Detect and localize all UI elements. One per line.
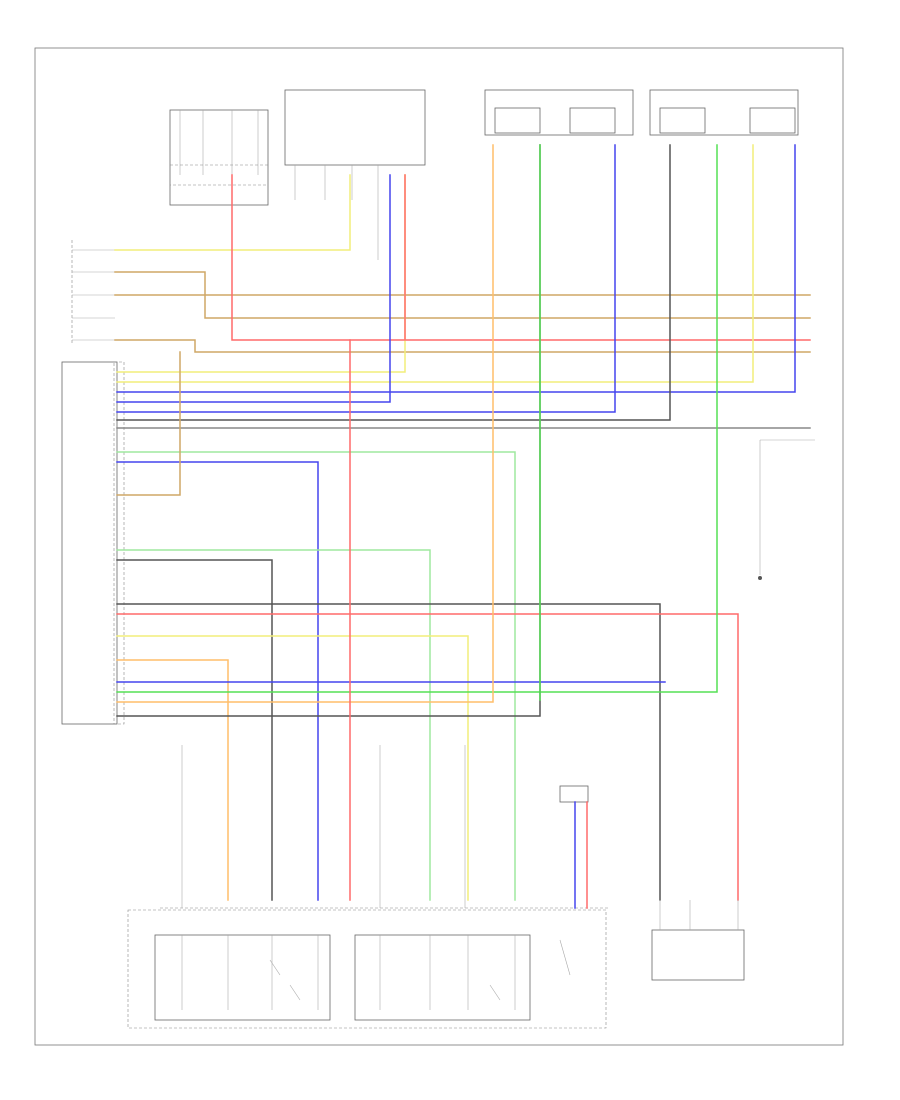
relay-vertical-wires [349, 144, 541, 901]
wire-red-m2 [116, 613, 739, 901]
bottom-connector-row [160, 745, 610, 909]
module-wires [116, 144, 811, 901]
wire-tan-m1 [116, 351, 181, 496]
wire-dark-m3 [116, 603, 661, 901]
wire-yellow-m2 [116, 144, 754, 383]
top-right-relay-2 [649, 89, 799, 136]
wire-tan-3 [114, 339, 811, 353]
wire-blue-m2 [116, 174, 391, 403]
top-left-switch-group [169, 109, 269, 206]
wire-green-m1 [116, 451, 516, 901]
wire-dark-m2 [116, 559, 273, 901]
wire-blue-m1 [116, 144, 796, 393]
wire-green-m2 [116, 549, 431, 901]
control-module [61, 361, 125, 725]
left-connector [71, 240, 115, 345]
switch-assembly [127, 909, 607, 1029]
sensor-component [559, 785, 589, 909]
wire-tan-2 [114, 271, 811, 319]
diagram-frame [34, 47, 844, 1046]
wire-red-1 [231, 174, 811, 341]
wire-blue-m3 [116, 144, 616, 413]
bottom-right-switch [651, 900, 745, 981]
wire-yellow-m1 [116, 174, 406, 373]
top-center-switch-group [284, 89, 426, 260]
top-right-relay-1 [484, 89, 634, 136]
right-component [758, 439, 815, 580]
wire-orange-m1 [116, 659, 229, 901]
wire-dark-m1 [116, 144, 671, 421]
wire-green-m3 [116, 144, 718, 693]
wire-blue-m4 [116, 461, 319, 901]
wire-orange-m2 [116, 144, 494, 703]
bus-wires-top [114, 174, 811, 353]
wire-yellow-m3 [116, 635, 469, 901]
wire-yellow-1 [114, 174, 351, 251]
